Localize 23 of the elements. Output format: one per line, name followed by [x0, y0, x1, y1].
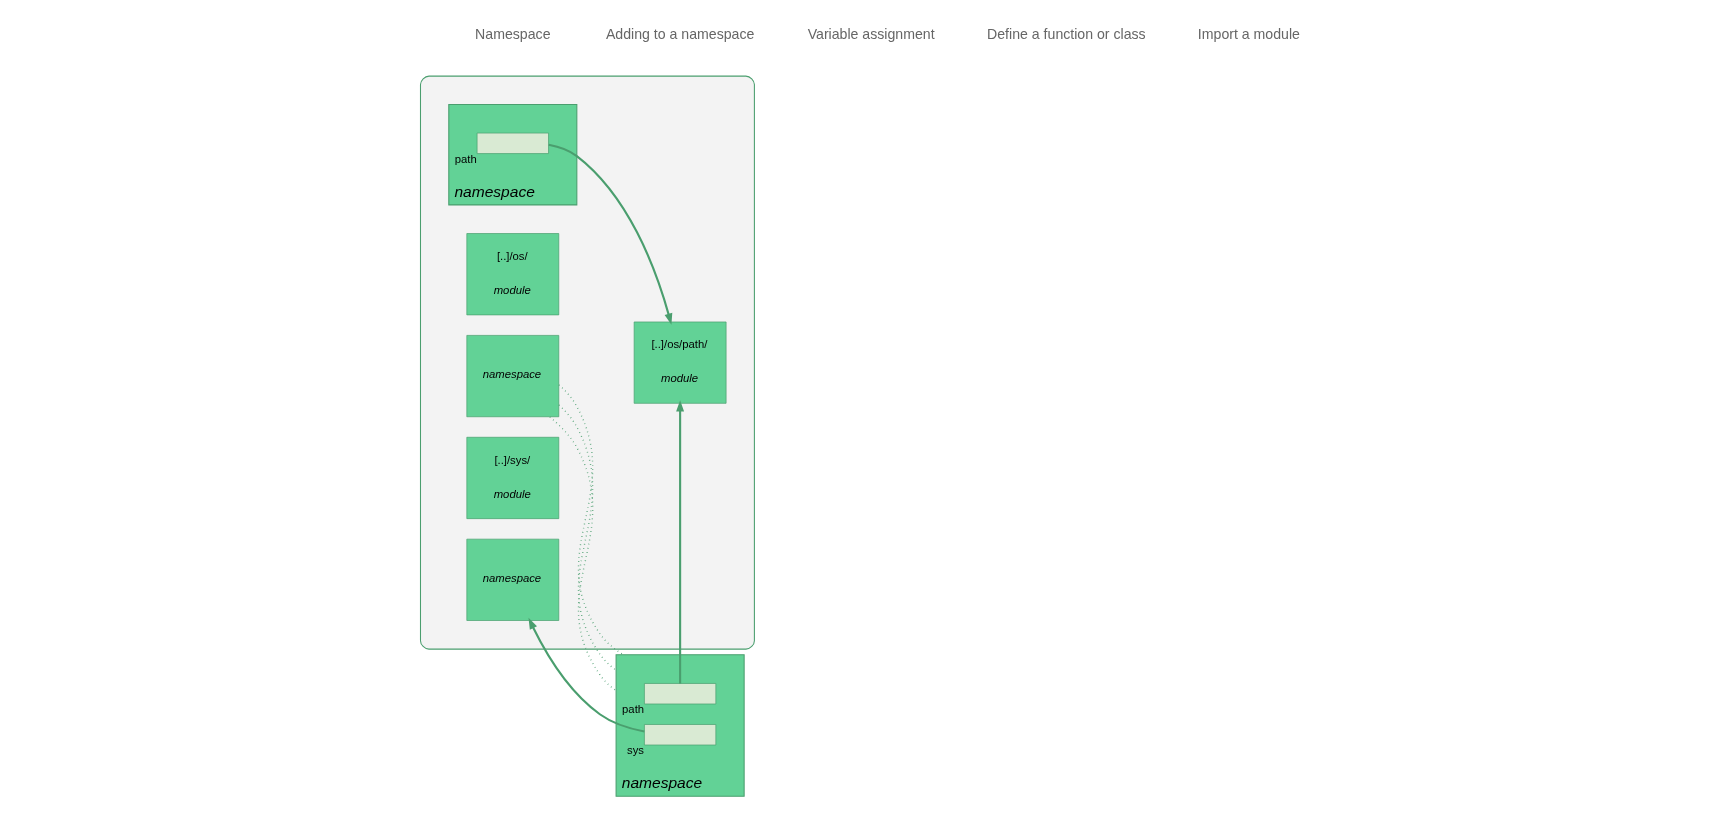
- label: Variable assignment: [807, 25, 935, 42]
- node-box: namespace: [466, 335, 560, 418]
- node-box: [..]/os/path/ module: [633, 321, 727, 404]
- arrow: [528, 617, 645, 733]
- label: Import a module: [1197, 25, 1300, 42]
- cluster: [419, 75, 755, 650]
- node-box: [476, 132, 549, 154]
- label: Namespace: [475, 25, 551, 42]
- label: Define a function or class: [987, 25, 1146, 42]
- node-box: namespace: [466, 538, 560, 621]
- node-label: path: [622, 703, 645, 716]
- arrow: [548, 143, 673, 325]
- connector: [549, 416, 617, 692]
- node-box: [644, 683, 717, 705]
- node-box: [644, 724, 717, 746]
- arrow: [676, 400, 685, 684]
- node-label: sys: [627, 744, 645, 757]
- connector: [558, 404, 617, 671]
- node-box: [..]/sys/ module: [466, 436, 560, 519]
- label: Adding to a namespace: [605, 25, 755, 42]
- node-label: path: [454, 152, 477, 165]
- node-box: [..]/os/ module: [466, 233, 560, 316]
- connector: [558, 384, 624, 656]
